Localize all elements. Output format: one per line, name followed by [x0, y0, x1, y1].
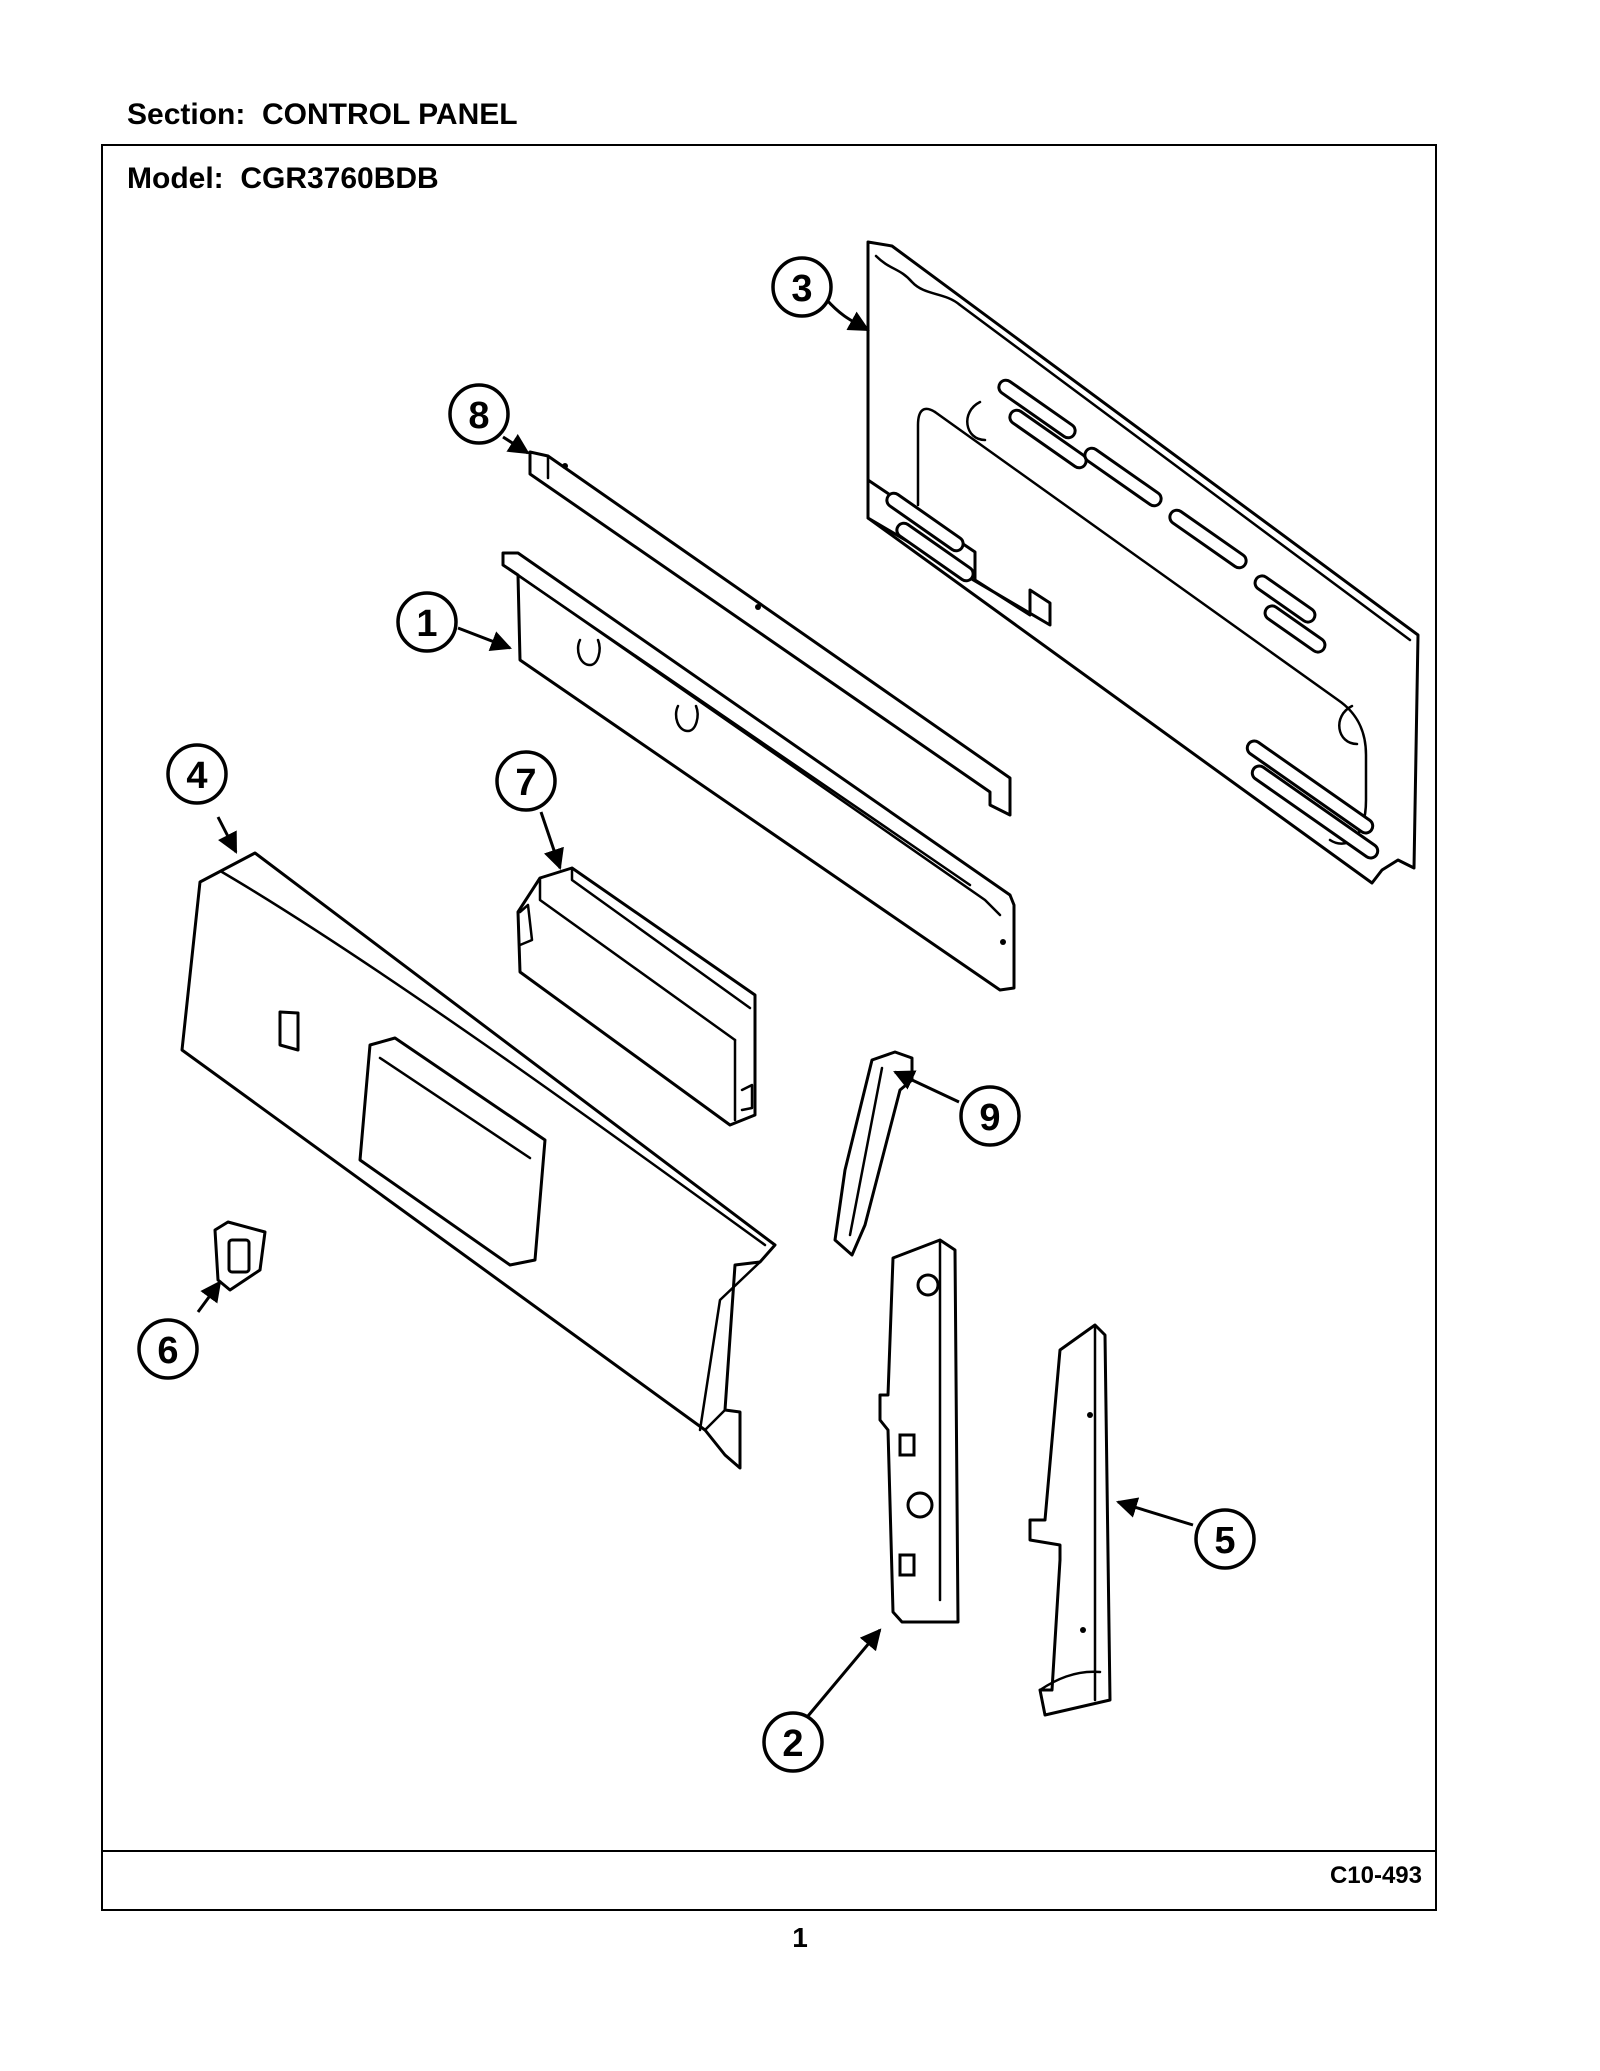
svg-text:7: 7: [515, 762, 536, 804]
callout-3: 3: [771, 256, 833, 318]
svg-text:5: 5: [1214, 1520, 1235, 1562]
part-2-side-bracket: [878, 1238, 960, 1624]
part-9-bracket: [833, 1050, 914, 1257]
part-6-switch: [213, 1220, 267, 1292]
model-title: Model: CGR3760BDB: [127, 162, 439, 195]
svg-text:3: 3: [791, 268, 812, 310]
svg-text:8: 8: [468, 395, 489, 437]
svg-text:1: 1: [416, 603, 437, 645]
callout-2: 2: [762, 1711, 824, 1773]
callout-8: 8: [448, 383, 510, 445]
part-3-rear-panel: [866, 240, 1420, 885]
part-8-strip: [528, 450, 1012, 817]
section-title: Section: CONTROL PANEL: [127, 98, 518, 131]
svg-text:6: 6: [157, 1330, 178, 1372]
callout-7: 7: [495, 750, 557, 812]
footer-divider: [101, 1850, 1437, 1852]
figure-code: C10-493: [1329, 1862, 1422, 1889]
callout-9: 9: [959, 1085, 1021, 1147]
part-4-control-panel: [180, 851, 777, 1470]
callout-4: 4: [166, 743, 228, 805]
callout-1: 1: [396, 591, 458, 653]
leader-arrows: [196, 298, 1194, 1717]
svg-text:9: 9: [979, 1097, 1000, 1139]
svg-text:4: 4: [186, 755, 207, 797]
callout-6: 6: [137, 1318, 199, 1380]
svg-text:2: 2: [782, 1723, 803, 1765]
part-5-end-cap: [1028, 1323, 1112, 1717]
page-number: 1: [792, 1922, 808, 1953]
part-7-electronic-control: [516, 866, 757, 1127]
diagram-frame: [101, 144, 1437, 1911]
part-1-channel: [501, 551, 1016, 992]
callout-5: 5: [1194, 1508, 1256, 1570]
